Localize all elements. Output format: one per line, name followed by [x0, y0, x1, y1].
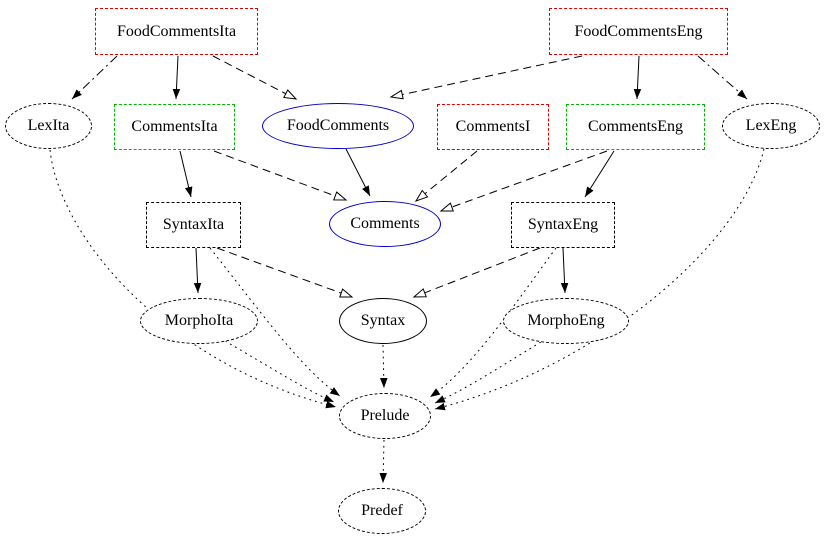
node-morphoeng: MorphoEng	[503, 298, 629, 344]
node-lexita-label: LexIta	[27, 117, 70, 134]
node-foodcommentsita-label: FoodCommentsIta	[116, 22, 237, 40]
node-commentsita-label: CommentsIta	[131, 118, 218, 135]
node-predef-label: Predef	[361, 502, 403, 519]
node-morphoita: MorphoIta	[140, 298, 258, 344]
node-syntax: Syntax	[339, 298, 427, 344]
node-syntax-label: Syntax	[360, 312, 406, 329]
node-lexeng-label: LexEng	[745, 117, 797, 134]
node-foodcommentseng: FoodCommentsEng	[549, 8, 728, 55]
node-lexita: LexIta	[5, 103, 92, 149]
node-commentseng: CommentsEng	[566, 104, 705, 150]
edge-foodcommentsita-foodcomments	[212, 55, 298, 100]
node-foodcomments-label: FoodComments	[286, 117, 390, 134]
node-predef: Predef	[338, 488, 426, 534]
node-morphoita-label: MorphoIta	[164, 312, 234, 329]
edge-syntaxeng-syntax	[412, 247, 541, 298]
edge-foodcommentsita-lexita	[71, 55, 118, 100]
node-foodcommentseng-label: FoodCommentsEng	[574, 22, 703, 40]
node-prelude-label: Prelude	[360, 407, 410, 424]
node-syntaxita-label: SyntaxIta	[162, 216, 225, 233]
node-lexeng: LexEng	[722, 103, 820, 149]
edge-foodcommentseng-foodcomments	[389, 55, 583, 100]
edge-foodcommentseng-lexeng	[697, 55, 748, 100]
edge-foodcommentsita-commentsita	[172, 55, 181, 100]
edge-commentseng-syntaxeng	[584, 150, 615, 198]
node-comments: Comments	[329, 201, 441, 247]
node-commentsi: CommentsI	[437, 104, 549, 150]
node-comments-label: Comments	[350, 215, 420, 232]
edge-commentsita-comments	[213, 150, 348, 201]
node-prelude: Prelude	[339, 393, 431, 439]
node-commentsita: CommentsIta	[114, 104, 235, 150]
edge-syntaxita-syntax	[216, 247, 354, 298]
edge-commentsita-syntaxita	[179, 150, 193, 198]
edge-lexeng-prelude	[434, 148, 765, 411]
edge-commentsi-comments	[414, 150, 478, 202]
edge-syntaxeng-morphoeng	[560, 247, 569, 294]
node-syntaxeng-label: SyntaxEng	[527, 216, 599, 233]
node-foodcommentsita: FoodCommentsIta	[95, 8, 258, 55]
node-foodcomments: FoodComments	[262, 103, 414, 149]
edge-foodcommentseng-commentseng	[633, 55, 642, 100]
edge-morphoeng-prelude	[434, 341, 542, 404]
edge-commentseng-comments	[439, 150, 608, 212]
node-syntaxeng: SyntaxEng	[511, 202, 615, 248]
edge-foodcomments-comments	[345, 148, 371, 197]
node-syntaxita: SyntaxIta	[146, 202, 241, 248]
edge-morphoita-prelude	[224, 340, 335, 403]
edge-prelude-predef	[379, 439, 388, 484]
edge-syntaxita-morphoita	[193, 247, 202, 294]
node-commentsi-label: CommentsI	[455, 118, 531, 135]
node-commentseng-label: CommentsEng	[587, 118, 684, 135]
node-morphoeng-label: MorphoEng	[527, 312, 605, 329]
edge-syntax-prelude	[379, 344, 388, 389]
edge-lexita-prelude	[49, 149, 337, 409]
